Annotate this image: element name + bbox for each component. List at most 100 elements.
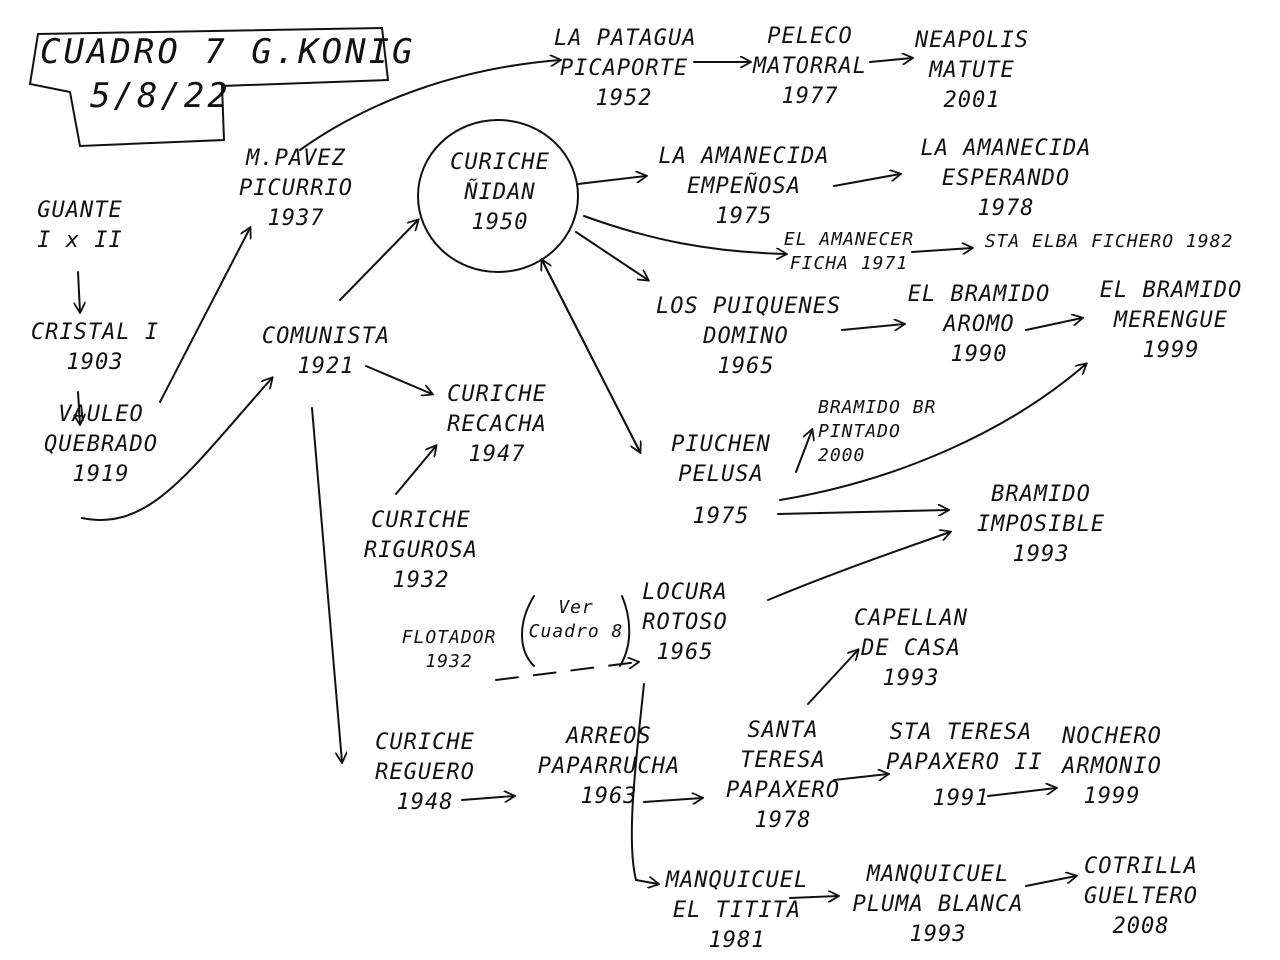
node-cristal: CRISTAL I 1903 (30, 318, 160, 378)
node-bramido-imposible-line: 1993 (1012, 542, 1070, 567)
node-capellan-line: 1993 (882, 666, 940, 691)
node-flotador-line: FLOTADOR (401, 627, 497, 648)
node-staelba: STA ELBA FICHERO 1982 (974, 230, 1244, 254)
node-elbramido-merengue-line: 1999 (1142, 338, 1200, 363)
node-lospuiquenes-line: LOS PUIQUENES (656, 294, 842, 319)
edge-vauleo-comunista (81, 378, 272, 521)
node-laamanecida-2-line: LA AMANECIDA (920, 136, 1092, 161)
node-locura-line: LOCURA (642, 580, 728, 605)
node-elbramido-merengue-line: EL BRAMIDO (1099, 278, 1243, 303)
edge-locura-imposible (767, 532, 950, 601)
node-curiche-reguero-line: 1948 (396, 790, 454, 815)
node-mpavez-line: 1937 (267, 206, 325, 231)
node-bramido-pintado-line: BRAMIDO BR (818, 397, 937, 418)
edge-aromo-merengue (1025, 318, 1082, 331)
node-elamanecer-line: EL AMANECER (783, 229, 915, 250)
node-lapatagua-line: LA PATAGUA (554, 26, 697, 51)
node-curiche-recacha-line: CURICHE (447, 382, 547, 407)
node-bramido-imposible: BRAMIDO IMPOSIBLE 1993 (966, 480, 1116, 570)
node-lapatagua-line: 1952 (595, 86, 653, 111)
note-ver-cuadro: Ver Cuadro 8 (528, 596, 624, 644)
node-curiche-nidan-line: ÑIDAN (464, 180, 536, 205)
node-locura-line: 1965 (656, 640, 714, 665)
node-guante: GUANTE I x II (20, 196, 140, 256)
node-bramido-imposible-line: BRAMIDO (991, 482, 1091, 507)
edge-piuchen-imposible (777, 510, 948, 514)
node-laamanecida-2: LA AMANECIDA ESPERANDO 1978 (906, 134, 1106, 224)
node-santa-teresa: SANTA TERESA PAPAXERO 1978 (718, 716, 848, 836)
node-curiche-nidan-line: CURICHE (450, 150, 550, 175)
edge-comunista-nidan (339, 220, 418, 301)
edge-cristal-vauleo (78, 391, 80, 424)
node-curiche-rigurosa-line: RIGUROSA (364, 538, 478, 563)
node-cotrilla-line: GUELTERO (1084, 884, 1198, 909)
node-guante-line: GUANTE (37, 198, 123, 223)
node-laamanecida-1-line: 1975 (715, 204, 773, 229)
node-curiche-reguero-line: REGUERO (375, 760, 475, 785)
edge-nidan-lospuiquenes (575, 231, 648, 280)
ver-cuadro-bracket-left (521, 595, 535, 667)
edge-locura-manquicuel (630, 683, 658, 884)
node-nochero-line: NOCHERO (1062, 724, 1162, 749)
edge-rigurosa-recacha (395, 446, 436, 495)
edge-mpavez-lapatagua (299, 60, 560, 151)
node-lospuiquenes-line: 1965 (717, 354, 775, 379)
node-bramido-pintado: BRAMIDO BR PINTADO 2000 (818, 396, 968, 468)
node-curiche-rigurosa: CURICHE RIGUROSA 1932 (356, 506, 486, 596)
node-peleco-line: PELECO (767, 24, 853, 49)
edge-flotador-locura (495, 662, 638, 681)
node-elbramido-aromo-line: AROMO (943, 312, 1015, 337)
node-nochero-line: ARMONIO (1062, 754, 1162, 779)
node-santa-teresa-line: TERESA (740, 748, 826, 773)
node-bramido-imposible-line: IMPOSIBLE (976, 512, 1106, 537)
title-label: CUADRO 7 G.KONIG 5/8/22 (40, 30, 413, 118)
node-piuchen-line: 1975 (692, 504, 750, 529)
node-manquicuel-1-line: 1981 (708, 928, 766, 953)
node-arreos-line: ARREOS (566, 724, 652, 749)
node-mpavez-line: M.PAVEZ (246, 146, 346, 171)
node-bramido-pintado-line: PINTADO (818, 421, 901, 442)
node-manquicuel-1: MANQUICUEL EL TITITA 1981 (662, 866, 812, 956)
edge-nidan-elamanecer (583, 215, 786, 254)
node-peleco-line: MATORRAL (753, 54, 867, 79)
node-curiche-rigurosa-line: CURICHE (371, 508, 471, 533)
edge-comunista-reguero (311, 407, 342, 762)
node-neapolis-line: MATUTE (929, 58, 1015, 83)
edge-santateresa-stateresa2 (833, 774, 888, 780)
node-neapolis-line: 2001 (943, 88, 1001, 113)
node-nochero: NOCHERO ARMONIO 1999 (1052, 722, 1172, 812)
node-cristal-line: 1903 (66, 350, 124, 375)
node-arreos-line: PAPARRUCHA (537, 754, 681, 779)
node-curiche-nidan: CURICHE ÑIDAN 1950 (440, 148, 560, 238)
node-sta-teresa-2: STA TERESA PAPAXERO II 1991 (886, 718, 1042, 814)
node-lospuiquenes: LOS PUIQUENES DOMINO 1965 (656, 292, 842, 382)
node-arreos-line: 1963 (580, 784, 638, 809)
node-comunista-line: COMUNISTA (261, 324, 391, 349)
node-elbramido-aromo: EL BRAMIDO AROMO 1990 (904, 280, 1054, 370)
node-capellan-line: DE CASA (861, 636, 961, 661)
node-peleco: PELECO MATORRAL 1977 (750, 22, 870, 112)
node-mpavez: M.PAVEZ PICURRIO 1937 (236, 144, 356, 234)
node-santa-teresa-line: SANTA (747, 718, 819, 743)
edge-comunista-recacha (365, 365, 432, 394)
node-guante-line: I x II (37, 228, 123, 253)
node-arreos: ARREOS PAPARRUCHA 1963 (534, 722, 684, 812)
note-ver-cuadro-line: Ver (558, 597, 594, 618)
node-elbramido-merengue-line: MERENGUE (1114, 308, 1228, 333)
node-vauleo: VAULEO QUEBRADO 1919 (36, 400, 166, 490)
node-elbramido-merengue: EL BRAMIDO MERENGUE 1999 (1096, 276, 1246, 366)
node-elbramido-aromo-line: 1990 (950, 342, 1008, 367)
node-laamanecida-2-line: 1978 (977, 196, 1035, 221)
node-cristal-line: CRISTAL I (30, 320, 160, 345)
edge-piuchen-pintado (795, 430, 812, 473)
node-manquicuel-1-line: MANQUICUEL (665, 868, 809, 893)
node-elamanecer: EL AMANECER FICHA 1971 (774, 228, 924, 276)
title-box-outline (28, 26, 390, 148)
node-vauleo-line: 1919 (72, 462, 130, 487)
edge-piuchen-merengue (779, 364, 1086, 501)
node-santa-teresa-line: 1978 (754, 808, 812, 833)
edge-manquicuel2-cotrilla (1025, 876, 1076, 887)
node-curiche-reguero: CURICHE REGUERO 1948 (360, 728, 490, 818)
node-laamanecida-1-line: EMPEÑOSA (687, 174, 801, 199)
